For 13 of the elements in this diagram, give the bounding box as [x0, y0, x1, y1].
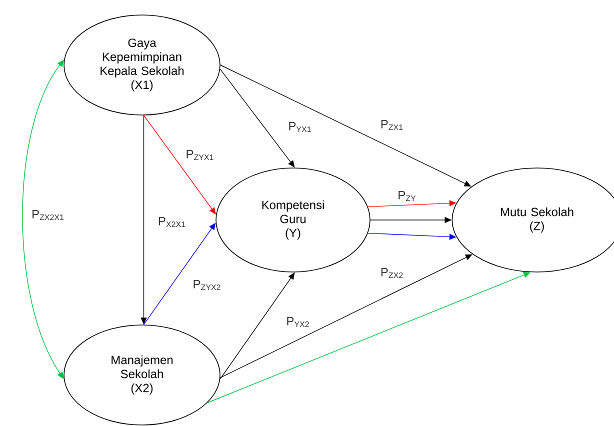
ellipse-node: Gaya Kepemimpinan Kepala Sekolah (X1)	[64, 14, 220, 116]
ellipse-node: Manajemen Sekolah (X2)	[64, 324, 220, 426]
edge-label: P$_{ZYX2}$	[194, 280, 220, 290]
edge-label: P$_{YX2}$	[287, 316, 309, 328]
edge-label: P$_{ZX1}$	[381, 120, 403, 130]
edge-label: P$_{ZYX1}$	[186, 150, 214, 160]
edge-label: P$_{YX1}$	[289, 122, 311, 132]
arrow	[220, 254, 472, 378]
edge-label: P$_{ZX2}$	[381, 268, 403, 278]
edge-label: P$_{X2X1}$	[158, 216, 186, 228]
ellipse-node: Kompetensi Guru (Y)	[216, 168, 370, 272]
edge-label: P$_{ZX2X1}$	[32, 210, 64, 220]
edge-label: P$_{ZY}$	[398, 190, 416, 202]
